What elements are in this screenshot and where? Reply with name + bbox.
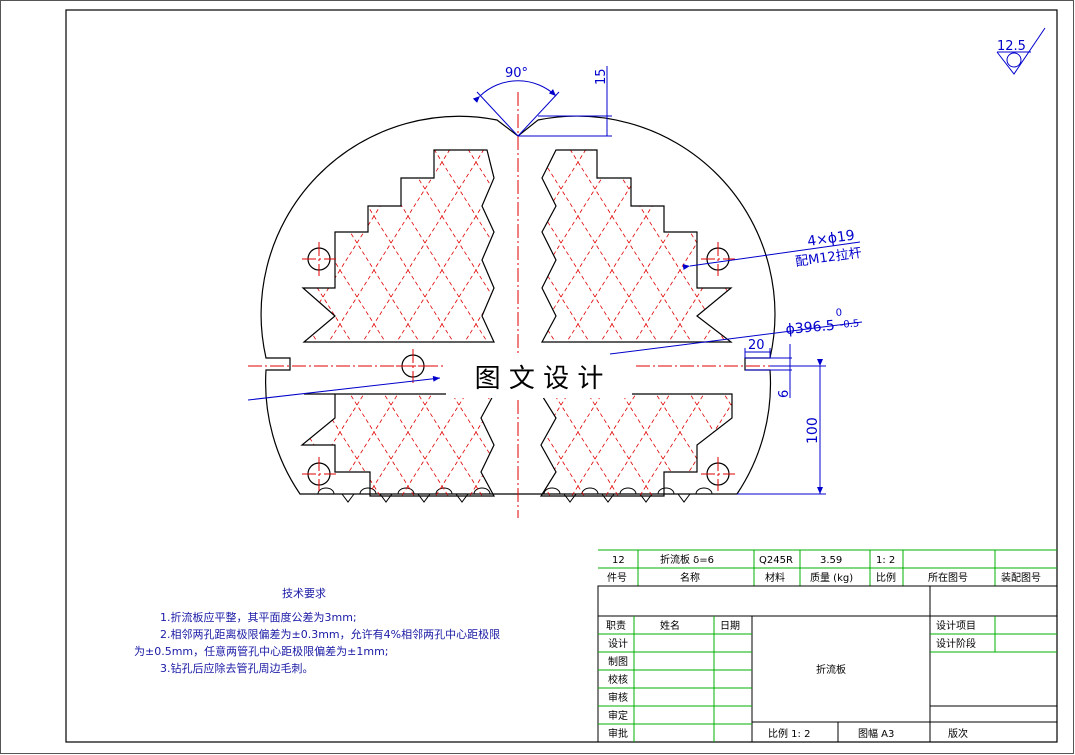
parts-header-part-no: 件号 <box>607 572 627 584</box>
tube-field-upper-left <box>301 149 495 343</box>
parts-header-name: 名称 <box>680 571 700 584</box>
angle-dimension: 90° <box>472 66 560 137</box>
parts-header-location: 所在图号 <box>928 572 968 584</box>
tech-heading: 技术要求 <box>282 587 326 600</box>
tube-field-upper-right <box>540 149 733 343</box>
center-lines <box>248 92 790 518</box>
design-project-label: 设计项目 <box>936 619 976 632</box>
title-stamp: 图 文 设 计 <box>446 354 632 398</box>
hole-offset-dimension: 100 <box>737 359 826 495</box>
notch-depth-dimension: 15 <box>518 66 612 137</box>
tube-field-lower-right <box>539 393 733 497</box>
angle-value: 90° <box>505 66 528 81</box>
diameter-tol-upper: 0 <box>835 307 842 319</box>
parts-material: Q245R <box>759 555 793 566</box>
surface-finish-symbol: 12.5 <box>996 27 1046 75</box>
surface-roughness-value: 12.5 <box>997 39 1026 54</box>
title-date-header: 日期 <box>720 620 740 632</box>
title-role-header: 职责 <box>606 619 626 632</box>
watermark-text: 图 文 设 计 <box>475 364 604 394</box>
parts-header-assembly: 装配图号 <box>1001 571 1041 584</box>
diameter-tol-lower: -0.5 <box>839 318 859 331</box>
role-check: 校核 <box>608 673 628 686</box>
drawing-name: 折流板 <box>816 663 846 676</box>
tech-line-3: 为±0.5mm，任意两管孔中心距极限偏差为±1mm; <box>134 644 389 658</box>
parts-part-no: 12 <box>612 555 625 566</box>
drawing-frame <box>65 9 1058 743</box>
role-review: 审核 <box>608 691 628 704</box>
role-authorize: 审批 <box>608 727 628 740</box>
role-drafting: 制图 <box>608 655 628 668</box>
parts-header-mass: 质量 (kg) <box>810 572 853 584</box>
tech-line-2: 2.相邻两孔距离极限偏差为±0.3mm，允许有4%相邻两孔中心距极限 <box>160 627 500 641</box>
notch-depth-value: 15 <box>594 68 609 85</box>
tube-field-lower-left <box>300 393 496 497</box>
title-sheet-size: 图幅 A3 <box>858 727 894 740</box>
hole-offset-value: 100 <box>805 417 821 444</box>
diameter-dimension: ϕ396.5 0 -0.5 <box>247 307 863 401</box>
technical-requirements: 技术要求 1.折流板应平整，其平面度公差为3mm; 2.相邻两孔距离极限偏差为±… <box>134 587 500 675</box>
role-approve: 审定 <box>608 709 628 722</box>
title-revision: 版次 <box>948 727 968 740</box>
slot-dimensions: 20 6 <box>744 338 792 398</box>
parts-list: 12 折流板 δ=6 Q245R 3.59 1: 2 件号 名称 材料 质量 (… <box>598 549 1057 587</box>
title-block: 职责 姓名 日期 设计 制图 校核 审核 审定 审批 折流板 设计项目 设计阶段… <box>597 585 1058 743</box>
hole-note-count: 4×ϕ19 <box>806 227 855 249</box>
parts-mass: 3.59 <box>820 555 842 566</box>
title-scale: 比例 1: 2 <box>768 727 810 740</box>
parts-header-scale: 比例 <box>876 571 896 584</box>
diameter-value: ϕ396.5 <box>785 318 836 338</box>
parts-name: 折流板 δ=6 <box>660 553 714 566</box>
parts-header-material: 材料 <box>765 571 785 584</box>
design-stage-label: 设计阶段 <box>936 637 976 650</box>
title-name-header: 姓名 <box>660 619 680 632</box>
tech-line-1: 1.折流板应平整，其平面度公差为3mm; <box>160 610 357 624</box>
role-design: 设计 <box>608 637 628 650</box>
slot-length-value: 20 <box>748 338 765 353</box>
slot-width-value: 6 <box>777 390 792 398</box>
parts-scale: 1: 2 <box>876 555 895 566</box>
tech-line-4: 3.钻孔后应除去管孔周边毛刺。 <box>160 661 314 675</box>
